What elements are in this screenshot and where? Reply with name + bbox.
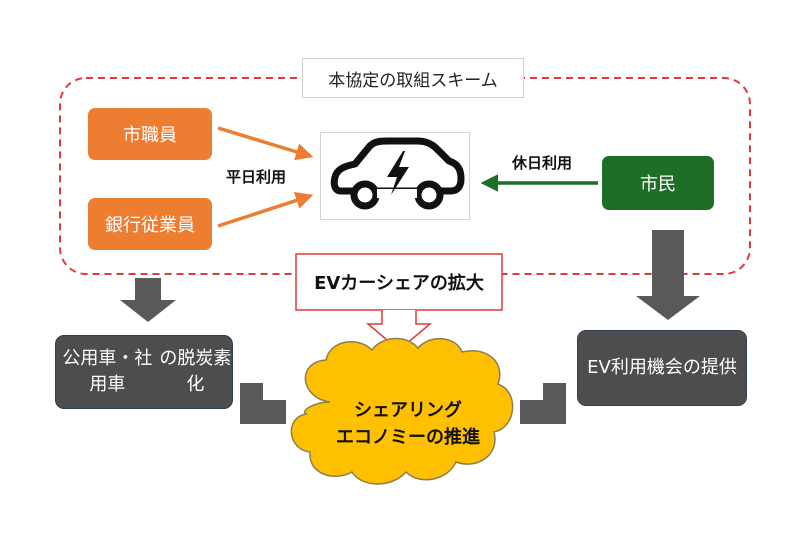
citizens-box: 市民 — [602, 156, 714, 210]
ev-carshare-expansion-label: EVカーシェアの拡大 — [314, 273, 484, 294]
ev-opportunity-box: EV利用機会 の提供 — [577, 330, 747, 406]
bank-staff-to-car-arrow — [217, 192, 314, 228]
decarbonization-box: 公用車・社用車 の脱炭素化 — [55, 335, 233, 409]
ev-opportunity-to-goal-arrow — [520, 383, 566, 424]
ev-opportunity-line1: EV利用機会 — [587, 356, 683, 378]
goal-line2: エコノミーの推進 — [336, 427, 480, 448]
sharing-economy-goal: シェアリング エコノミーの推進 — [310, 378, 506, 470]
decarbonize-to-goal-arrow — [240, 383, 286, 424]
down-arrow-left — [120, 278, 176, 322]
electric-car-icon — [330, 137, 465, 210]
weekday-use-label: 平日利用 — [226, 168, 287, 186]
city-staff-to-car-arrow — [217, 126, 314, 161]
ev-car-panel — [320, 132, 470, 220]
goal-line1: シェアリング — [354, 400, 462, 421]
scheme-title: 本協定の取組スキーム — [302, 58, 524, 98]
ev-opportunity-line2: の提供 — [682, 356, 737, 378]
down-arrow-right — [636, 230, 700, 320]
goal-cloud — [290, 337, 514, 485]
decarbonization-line2: の脱炭素化 — [159, 347, 232, 395]
bank-staff-box: 銀行従業員 — [88, 198, 212, 250]
city-staff-box: 市職員 — [88, 108, 212, 160]
decarbonization-line1: 公用車・社用車 — [62, 347, 153, 395]
holiday-use-label: 休日利用 — [512, 154, 573, 172]
